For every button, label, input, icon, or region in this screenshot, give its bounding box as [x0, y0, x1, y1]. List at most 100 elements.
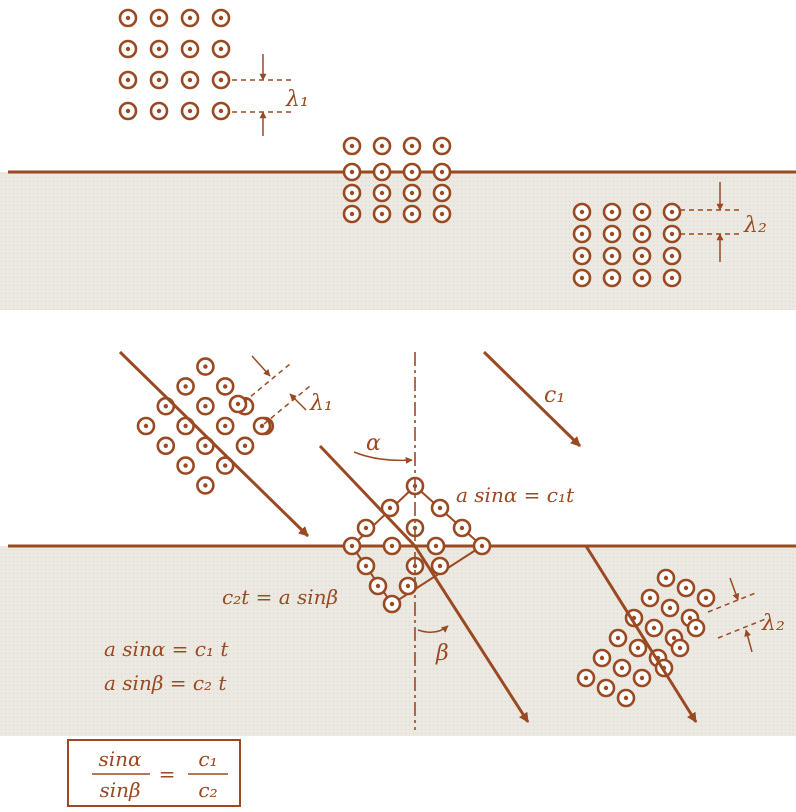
incident-ray: [118, 350, 310, 538]
interface-particle: [432, 183, 452, 203]
incident-wave-particle: [176, 377, 195, 396]
diamond-particle: [356, 518, 376, 538]
interface-particle: [342, 183, 362, 203]
refracted-equation: c₂t = a sinβ: [222, 585, 338, 609]
incident-wave-particle: [215, 377, 235, 396]
medium1-particle: [118, 8, 138, 28]
medium2-particle: [602, 246, 622, 266]
incident-wave-particle: [196, 476, 215, 495]
incident-ray-center: [318, 444, 417, 548]
refracted-wave-particle: [616, 688, 636, 708]
lambda1-bottom-ext-line: [243, 363, 291, 403]
medium2-particle: [632, 268, 652, 288]
diamond-particle: [398, 576, 418, 596]
lambda1-bottom-arrow: [251, 355, 271, 377]
interface-particle: [402, 162, 422, 182]
refracted-wave-particle: [656, 568, 676, 588]
medium1-particle: [149, 101, 169, 121]
incident-wave-particle: [235, 436, 255, 456]
diamond-particle: [382, 594, 402, 614]
medium2-particle: [572, 268, 592, 288]
lambda2-bottom-arrow: [729, 577, 740, 601]
alpha-label: α: [366, 431, 381, 456]
medium1-particle: [149, 8, 169, 28]
summary-equation-1: a sinα = c₁ t: [104, 637, 229, 661]
lambda1-bottom-arrow: [289, 393, 307, 411]
diamond-particle: [472, 536, 492, 556]
interface-particle: [432, 204, 452, 224]
medium2-particle: [602, 224, 622, 244]
incident-wave-particle: [156, 436, 176, 456]
refracted-wave-particle: [640, 588, 660, 608]
refracted-wave-particle: [628, 638, 648, 658]
lambda2-bottom-label: λ₂: [761, 611, 785, 636]
medium2-particle: [602, 268, 622, 288]
diamond-particle: [430, 498, 450, 518]
interface-particle: [402, 136, 422, 156]
medium2-particle: [632, 224, 652, 244]
medium2-particle: [662, 202, 682, 222]
diamond-particle: [430, 556, 450, 576]
interface-particle: [432, 162, 452, 182]
refracted-wave-particle: [686, 618, 706, 638]
refracted-ray-center: [413, 545, 530, 723]
medium1-particle: [211, 101, 231, 121]
lambda1-bottom-label: λ₁: [309, 391, 333, 416]
medium1-particle: [180, 101, 200, 121]
interface-particle: [342, 204, 362, 224]
medium2-particle: [662, 224, 682, 244]
diamond-particle: [356, 556, 376, 576]
medium1-particle: [180, 39, 200, 59]
interface-particle: [432, 136, 452, 156]
refracted-ray: [584, 545, 698, 723]
refracted-wave-particle: [660, 598, 680, 618]
lambda2-bottom-arrow: [744, 629, 753, 653]
incident-equation: a sinα = c₁t: [456, 483, 575, 507]
lambda2-top-label: λ₂: [743, 213, 767, 238]
refracted-wave-particle: [592, 648, 612, 668]
lambda1-bottom-ext-line: [263, 385, 311, 425]
medium1-particle: [118, 101, 138, 121]
medium1-particle: [211, 39, 231, 59]
refracted-wave-particle: [608, 628, 628, 648]
c1-label: c₁: [544, 383, 565, 408]
medium1-particle: [211, 70, 231, 90]
medium1-particle: [211, 8, 231, 28]
formula-num-left: sinα: [98, 747, 142, 771]
medium2-particle: [662, 268, 682, 288]
interface-particle: [372, 136, 392, 156]
incident-wave-particle: [196, 357, 215, 376]
c1-direction-arrow: [482, 350, 582, 448]
interface-particle: [372, 183, 392, 203]
formula-box: [67, 739, 241, 807]
medium1-particle: [180, 70, 200, 90]
lambda1-top-label: λ₁: [285, 87, 309, 112]
refracted-wave-particle: [644, 618, 664, 638]
incident-wave-particle: [136, 416, 156, 436]
refracted-wave-particle: [632, 668, 652, 688]
incident-wave-particle: [196, 396, 215, 416]
refracted-wave-particle: [612, 658, 632, 678]
medium1-particle: [118, 70, 138, 90]
interface-particle: [372, 204, 392, 224]
formula-den-left: sinβ: [99, 778, 140, 802]
refracted-wave-particle: [576, 668, 596, 688]
formula-den-right: c₂: [198, 778, 217, 802]
medium2-particle: [602, 202, 622, 222]
diamond-edge: [351, 545, 393, 605]
refracted-wave-particle: [670, 638, 690, 658]
interface-particle: [342, 162, 362, 182]
top-medium-2: [0, 172, 796, 310]
diamond-particle: [380, 498, 400, 518]
medium1-particle: [149, 39, 169, 59]
incident-wave-particle: [252, 416, 272, 436]
incident-wave-particle: [176, 456, 195, 475]
diamond-particle: [342, 536, 362, 556]
diamond-edge: [414, 485, 483, 547]
medium1-particle: [149, 70, 169, 90]
medium2-particle: [632, 202, 652, 222]
medium1-particle: [180, 8, 200, 28]
medium2-particle: [662, 246, 682, 266]
